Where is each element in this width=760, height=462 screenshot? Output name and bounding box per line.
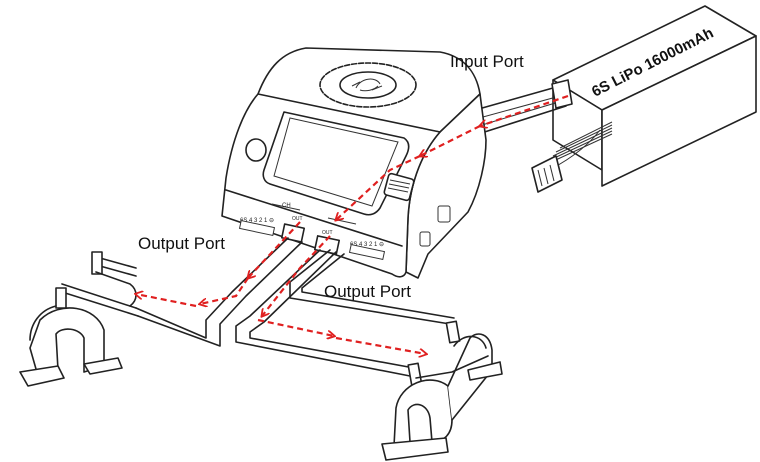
- output-cable-right: [235, 249, 455, 377]
- power-button-icon: [245, 138, 267, 162]
- output-port-label-left: Output Port: [138, 234, 225, 253]
- output-flow-arrow-right-3: [335, 336, 426, 354]
- lipo-battery: 6S LiPo 16000mAh: [531, 5, 757, 193]
- input-flow-arrow-3: [336, 155, 421, 220]
- ch1-label: CH: [282, 203, 291, 209]
- output-flow-arrow-right: [262, 235, 331, 316]
- ch2-pins-label: 6S 4 3 2 1 ⊖: [350, 242, 384, 248]
- output-flow-arrow-left: [248, 221, 301, 278]
- input-flow-arrow: [480, 94, 569, 126]
- ch1-pins-label: 6S 4 3 2 1 ⊖: [240, 218, 274, 224]
- out2-label: OUT: [322, 230, 333, 236]
- output-port-ch1: [280, 223, 306, 243]
- swirl-logo-icon: [351, 78, 383, 92]
- output-flow-arrow-left-2: [200, 277, 249, 304]
- power-flow-arrows: [136, 94, 569, 354]
- input-port-label: Input Port: [450, 52, 524, 71]
- out1-label: OUT: [292, 216, 303, 222]
- output-flow-arrow-left-3: [136, 294, 197, 308]
- charger-unit: CH 6S 4 3 2 1 ⊖ OUT OUT 6S 4 3 2 1 ⊖: [221, 47, 487, 279]
- input-flow-arrow-2: [420, 125, 481, 156]
- output-port-label-right: Output Port: [324, 282, 411, 301]
- left-battery-holder: [19, 251, 137, 387]
- output-flow-arrow-right-2: [257, 318, 334, 336]
- right-battery-holder: [381, 320, 503, 461]
